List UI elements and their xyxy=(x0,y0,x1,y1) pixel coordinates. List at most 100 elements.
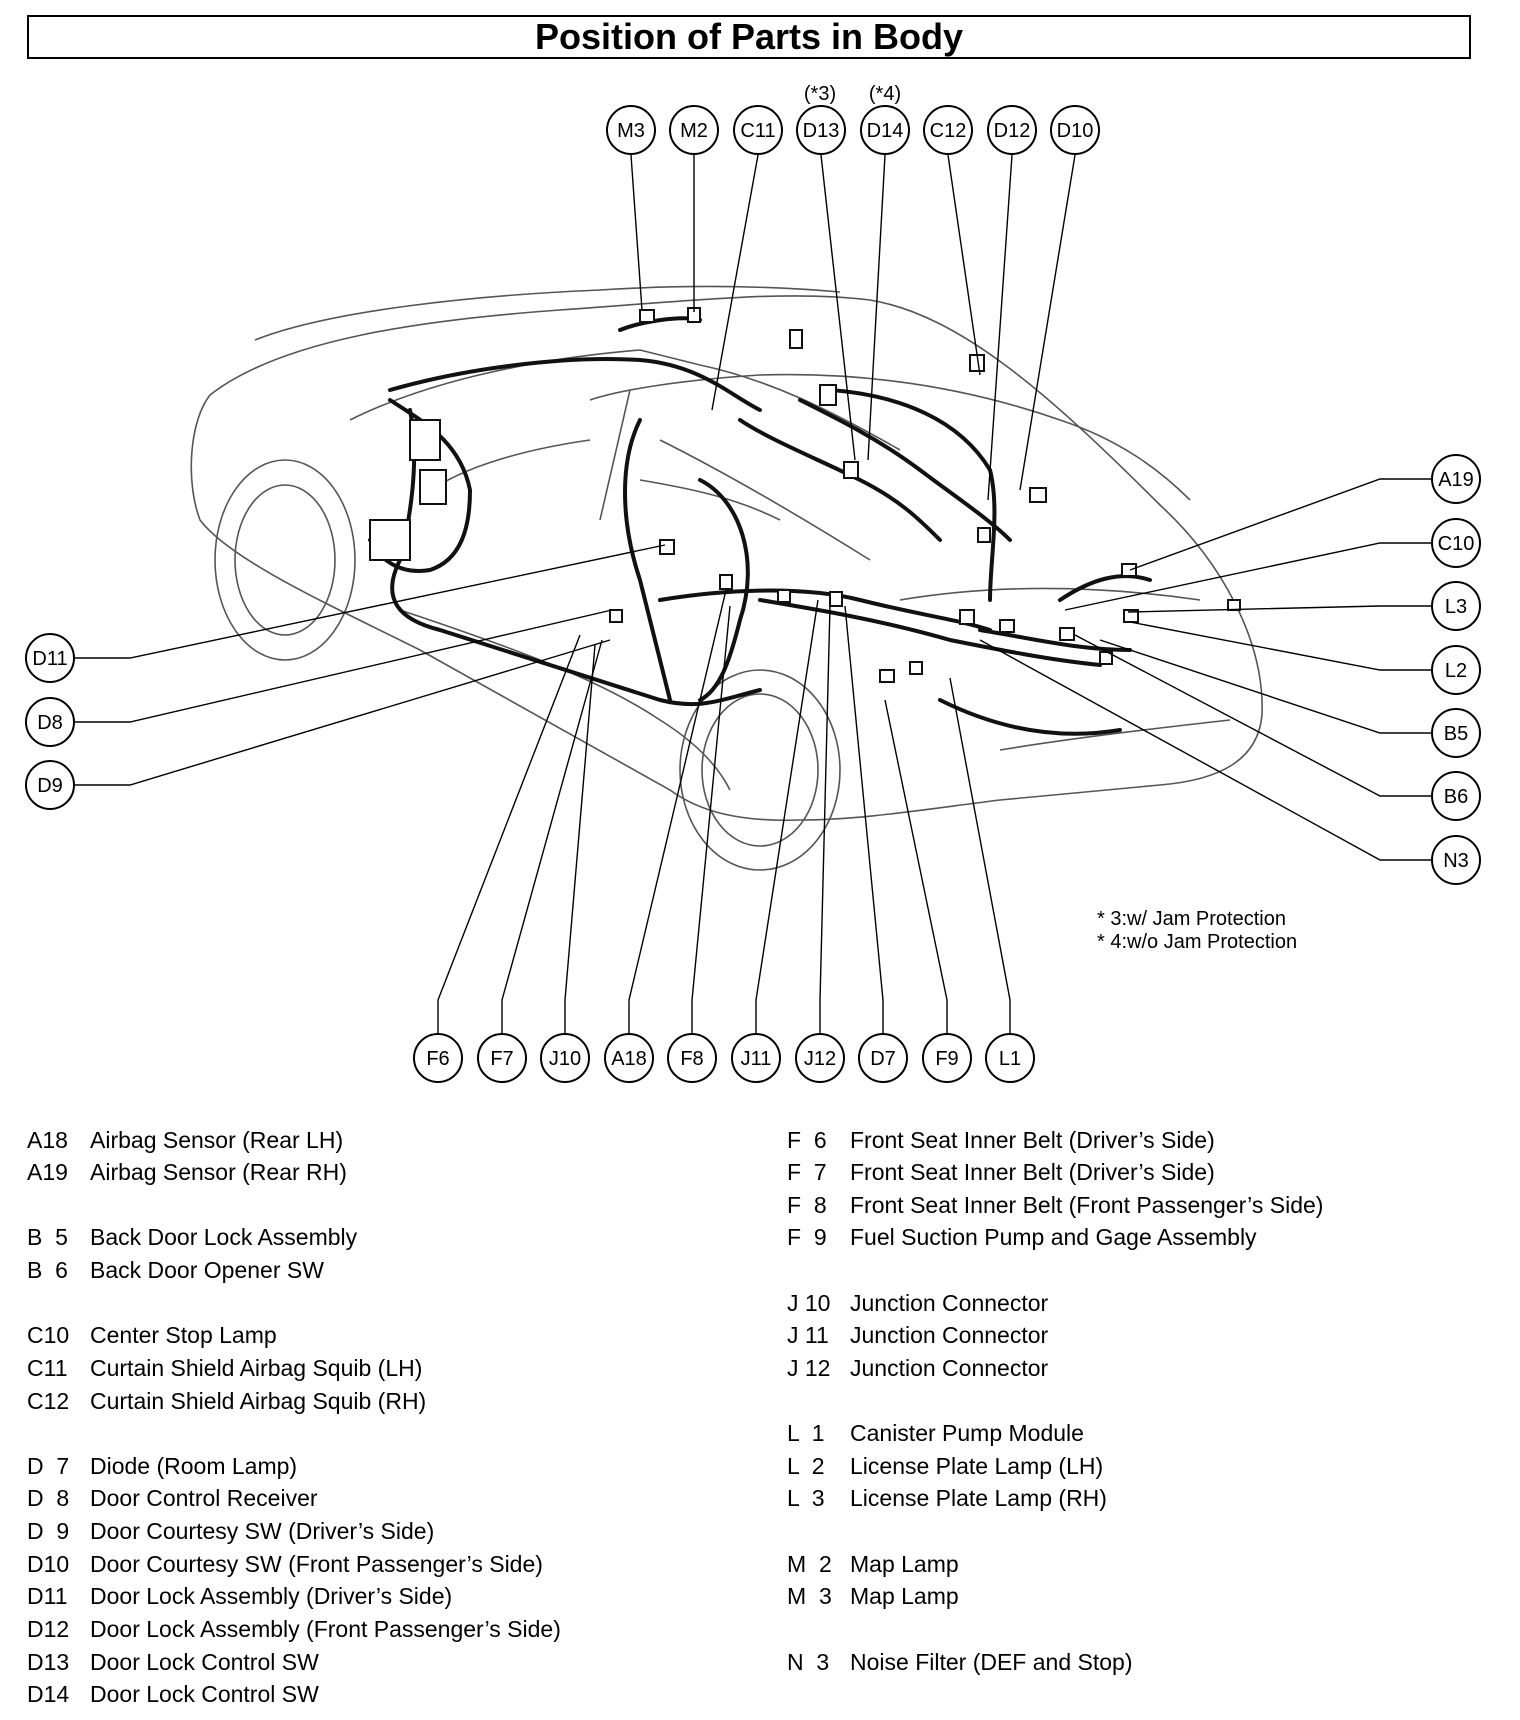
legend-description: License Plate Lamp (LH) xyxy=(850,1453,1104,1479)
callout-label: D12 xyxy=(994,120,1031,142)
callout-label: D10 xyxy=(1057,120,1094,142)
legend-code: J 11 xyxy=(787,1322,829,1348)
callout-circle xyxy=(667,1033,717,1083)
legend-description: Fuel Suction Pump and Gage Assembly xyxy=(850,1224,1257,1250)
legend-description: Canister Pump Module xyxy=(850,1420,1084,1446)
jam-protection-note-4: * 4:w/o Jam Protection xyxy=(1097,931,1298,953)
legend-code: D 8 xyxy=(27,1485,70,1511)
callout-j11: J11 xyxy=(731,1033,781,1083)
callout-circle xyxy=(1431,581,1481,631)
callout-label: D11 xyxy=(32,648,67,670)
legend-description: Curtain Shield Airbag Squib (RH) xyxy=(90,1388,427,1414)
legend-code: B 5 xyxy=(27,1224,68,1250)
callout-label: J10 xyxy=(549,1048,581,1070)
callout-m2: M2 xyxy=(669,105,719,155)
legend-description: Airbag Sensor (Rear RH) xyxy=(90,1159,347,1185)
legend-code: N 3 xyxy=(787,1649,830,1675)
jam-protection-note-3: * 3:w/ Jam Protection xyxy=(1097,908,1286,930)
callout-j10: J10 xyxy=(540,1033,590,1083)
callout-n3: N3 xyxy=(1431,835,1481,885)
callout-label: M2 xyxy=(680,120,708,142)
legend-description: Door Lock Assembly (Front Passenger’s Si… xyxy=(90,1616,561,1642)
callout-label: L1 xyxy=(999,1048,1021,1070)
legend-code: L 3 xyxy=(787,1485,825,1511)
callout-circle xyxy=(796,105,846,155)
callout-circle xyxy=(25,633,75,683)
legend-code: D 9 xyxy=(27,1518,70,1544)
callout-m3: M3 xyxy=(606,105,656,155)
callout-f6: F6 xyxy=(413,1033,463,1083)
car-outline xyxy=(190,285,1263,871)
callout-label: A19 xyxy=(1438,469,1474,491)
legend-description: Back Door Opener SW xyxy=(90,1257,324,1283)
callout-d8: D8 xyxy=(25,697,75,747)
legend-description: Door Control Receiver xyxy=(90,1485,318,1511)
legend-description: Back Door Lock Assembly xyxy=(90,1224,358,1250)
legend-code: C12 xyxy=(27,1388,70,1414)
page-title: Position of Parts in Body xyxy=(27,15,1471,59)
callout-d10: D10 xyxy=(1050,105,1100,155)
legend-description: Diode (Room Lamp) xyxy=(90,1453,298,1479)
callout-circle xyxy=(540,1033,590,1083)
callout-circle xyxy=(25,760,75,810)
callout-label: L3 xyxy=(1445,596,1467,618)
callout-circle xyxy=(733,105,783,155)
callout-f8: F8 xyxy=(667,1033,717,1083)
callout-circle xyxy=(795,1033,845,1083)
callout-b6: B6 xyxy=(1431,771,1481,821)
legend-code: M 2 xyxy=(787,1551,832,1577)
callout-label: C10 xyxy=(1438,533,1475,555)
legend-code: L 1 xyxy=(787,1420,825,1446)
legend-code: D11 xyxy=(27,1583,68,1609)
legend-code: J 10 xyxy=(787,1290,831,1316)
harness-connectors xyxy=(369,307,1241,683)
callout-circle xyxy=(606,105,656,155)
legend-code: C10 xyxy=(27,1322,70,1348)
callout-label: D8 xyxy=(37,712,63,734)
legend-code: A18 xyxy=(27,1127,68,1153)
callout-l1: L1 xyxy=(985,1033,1035,1083)
wire-harness xyxy=(368,316,1152,736)
legend-description: Junction Connector xyxy=(850,1355,1049,1381)
callout-label: M3 xyxy=(617,120,645,142)
legend-description: Door Lock Control SW xyxy=(90,1681,319,1707)
callout-l3: L3 xyxy=(1431,581,1481,631)
callout-circle xyxy=(1050,105,1100,155)
callout-c12: C12 xyxy=(923,105,973,155)
legend-description: Junction Connector xyxy=(850,1322,1049,1348)
legend-code: C11 xyxy=(27,1355,68,1381)
callout-label: F9 xyxy=(935,1048,958,1070)
callout-label: D7 xyxy=(870,1048,896,1070)
legend-description: Front Seat Inner Belt (Front Passenger’s… xyxy=(850,1192,1324,1218)
callout-f7: F7 xyxy=(477,1033,527,1083)
d13-variant-note: (*3) xyxy=(804,83,836,105)
callout-label: B5 xyxy=(1444,723,1468,745)
callout-circle xyxy=(860,105,910,155)
callout-circle xyxy=(731,1033,781,1083)
legend-description: Door Lock Control SW xyxy=(90,1649,319,1675)
callout-circle xyxy=(1431,771,1481,821)
callout-label: N3 xyxy=(1443,850,1469,872)
callout-circle xyxy=(985,1033,1035,1083)
callout-label: F6 xyxy=(426,1048,449,1070)
legend-code: D12 xyxy=(27,1616,70,1642)
legend-code: F 8 xyxy=(787,1192,827,1218)
legend-description: Map Lamp xyxy=(850,1583,959,1609)
callout-d13: D13 xyxy=(796,105,846,155)
legend-description: Junction Connector xyxy=(850,1290,1049,1316)
legend-code: D14 xyxy=(27,1681,70,1707)
legend-code: D 7 xyxy=(27,1453,70,1479)
callout-circle xyxy=(858,1033,908,1083)
legend-code: A19 xyxy=(27,1159,68,1185)
legend-description: Airbag Sensor (Rear LH) xyxy=(90,1127,344,1153)
callout-label: F8 xyxy=(680,1048,703,1070)
legend-code: J 12 xyxy=(787,1355,831,1381)
callout-circle xyxy=(1431,518,1481,568)
callout-label: C11 xyxy=(740,120,775,142)
callout-circle xyxy=(1431,708,1481,758)
legend-description: Curtain Shield Airbag Squib (LH) xyxy=(90,1355,423,1381)
callout-label: D13 xyxy=(803,120,840,142)
callout-d11: D11 xyxy=(25,633,75,683)
legend-code: D10 xyxy=(27,1551,70,1577)
callout-circle xyxy=(987,105,1037,155)
